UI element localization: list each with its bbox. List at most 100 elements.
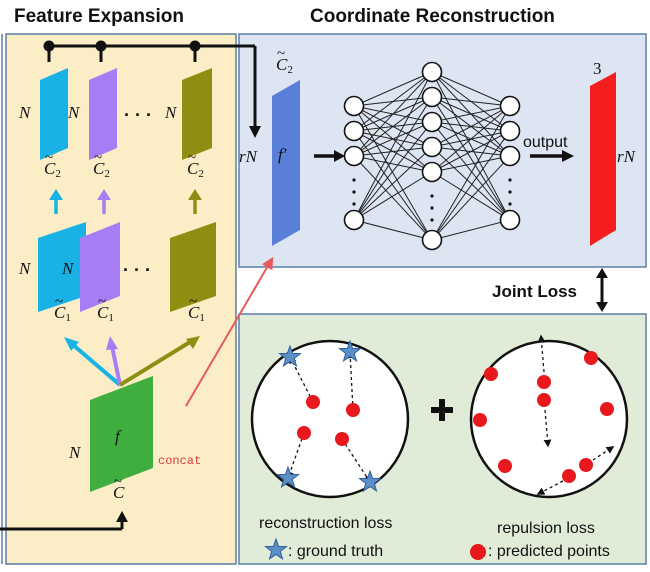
reconstruction-pairs <box>276 339 382 493</box>
feature-slab-purple-top <box>89 68 117 160</box>
repulsion-points <box>473 334 615 495</box>
predicted-point <box>346 403 360 417</box>
network-node <box>421 229 443 251</box>
predicted-point <box>498 459 512 473</box>
feature-expansion-title: Feature Expansion <box>14 6 184 27</box>
ground-truth-legend-label: : ground truth <box>288 543 384 560</box>
label-c2: C2 <box>187 151 204 180</box>
network-edge <box>431 96 511 107</box>
ellipsis-dot <box>430 206 434 210</box>
label-n: N <box>69 443 81 462</box>
network-edge <box>431 71 511 107</box>
reconstruction-link <box>346 350 355 411</box>
network-edge <box>431 96 511 221</box>
network-edge <box>431 105 511 173</box>
label-c2: C2 <box>93 151 110 180</box>
label-rn: rN <box>239 147 257 166</box>
label-c1: C1 <box>188 295 205 324</box>
ground-truth-star <box>338 339 362 363</box>
output-slab <box>590 72 616 246</box>
predicted-point <box>484 367 498 381</box>
reconstruction-link <box>286 432 305 480</box>
predicted-point <box>600 402 614 416</box>
network-edge <box>353 71 433 107</box>
label-f: f <box>115 427 120 446</box>
input-arrow-head <box>116 511 128 522</box>
network-edge <box>353 146 433 157</box>
ellipsis-dot <box>430 194 434 198</box>
label-n: N <box>62 259 74 278</box>
repulsion-link <box>592 446 615 461</box>
coordinate-reconstruction-panel <box>238 33 647 268</box>
ellipsis-dot <box>430 218 434 222</box>
network-edge <box>353 71 433 221</box>
network-edge <box>353 96 433 157</box>
network-node <box>421 161 443 183</box>
label-n: N <box>19 259 31 278</box>
network-edge <box>353 219 433 241</box>
feature-slab-cyan-mid <box>38 222 86 312</box>
label-c1: C1 <box>54 295 71 324</box>
label-c2: C2 <box>276 47 293 76</box>
network-edge <box>431 130 511 241</box>
ellipsis-dot <box>508 190 512 194</box>
neural-network <box>343 61 521 251</box>
predicted-point <box>579 458 593 472</box>
network-edge <box>353 146 433 221</box>
label-three: 3 <box>593 59 602 78</box>
feature-slab-olive-mid <box>170 222 216 312</box>
label-f-prime: f′ <box>278 145 287 164</box>
label-c1: C1 <box>97 295 114 324</box>
network-edge <box>353 155 433 173</box>
network-edge <box>431 130 511 173</box>
label-c: C <box>113 475 124 501</box>
network-node <box>421 61 443 83</box>
ellipsis-dot <box>508 202 512 206</box>
joint-loss-arrow <box>596 268 608 312</box>
ellipsis-dot <box>352 178 356 182</box>
ellipsis: · · · <box>123 260 151 280</box>
repulsion-link <box>543 409 552 448</box>
network-edge <box>353 71 433 132</box>
repulsion-link <box>537 334 546 373</box>
to-network-arrow-head <box>334 150 345 162</box>
predicted-point <box>473 413 487 427</box>
output-label: output <box>523 134 568 151</box>
network-edge <box>431 71 511 221</box>
feature-slab-purple-mid <box>80 222 120 312</box>
network-edge <box>431 105 511 123</box>
predicted-points-legend-label: : predicted points <box>488 543 610 560</box>
network-node <box>421 86 443 108</box>
plus-sign <box>431 399 453 421</box>
network-edge <box>431 155 511 173</box>
network-node <box>343 145 365 167</box>
network-edge <box>353 71 433 157</box>
predicted-point <box>306 395 320 409</box>
feature-slab-f <box>90 376 153 492</box>
network-edge <box>431 121 511 221</box>
network-edge <box>431 219 511 241</box>
bus-node <box>189 40 201 52</box>
network-node <box>499 209 521 231</box>
up-arrows <box>49 189 202 214</box>
ellipsis-dot <box>352 190 356 194</box>
reconstruction-loss-circle <box>250 339 410 499</box>
ground-truth-star <box>276 465 300 489</box>
network-node <box>499 120 521 142</box>
network-edge <box>353 171 433 221</box>
network-edge <box>353 96 433 221</box>
feature-slab-cyan-top <box>40 68 68 160</box>
network-node <box>343 209 365 231</box>
network-edge <box>431 105 511 241</box>
concat-arrow <box>185 256 274 407</box>
feature-slab-olive-top <box>182 68 212 160</box>
network-node <box>499 145 521 167</box>
network-edge <box>431 155 511 241</box>
predicted-point <box>584 351 598 365</box>
network-edge <box>353 130 433 241</box>
network-node <box>421 111 443 133</box>
predicted-point <box>297 426 311 440</box>
bus-arrow-head <box>249 126 261 138</box>
coordinate-reconstruction-title: Coordinate Reconstruction <box>310 6 555 27</box>
